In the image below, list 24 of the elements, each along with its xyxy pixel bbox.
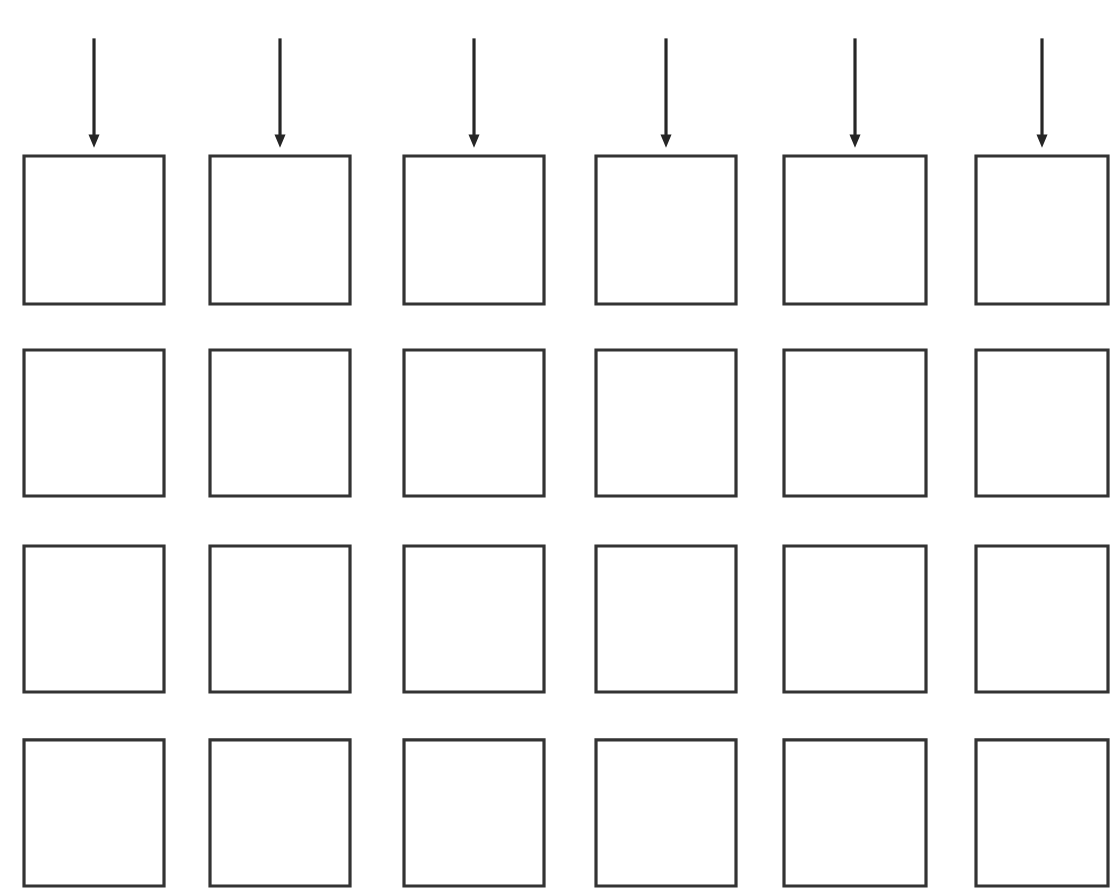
square (22, 154, 166, 306)
square (974, 348, 1110, 498)
square (594, 348, 738, 498)
square (22, 348, 166, 498)
square (208, 544, 352, 694)
square (208, 154, 352, 306)
square (402, 544, 546, 694)
square (974, 738, 1110, 888)
square (782, 154, 928, 306)
square (782, 544, 928, 694)
square (22, 738, 166, 888)
square (974, 154, 1110, 306)
square (402, 738, 546, 888)
square (594, 738, 738, 888)
square (594, 154, 738, 306)
square (208, 738, 352, 888)
square (782, 738, 928, 888)
square (402, 154, 546, 306)
square (22, 544, 166, 694)
square (402, 348, 546, 498)
square (974, 544, 1110, 694)
square (782, 348, 928, 498)
square (208, 348, 352, 498)
square (594, 544, 738, 694)
